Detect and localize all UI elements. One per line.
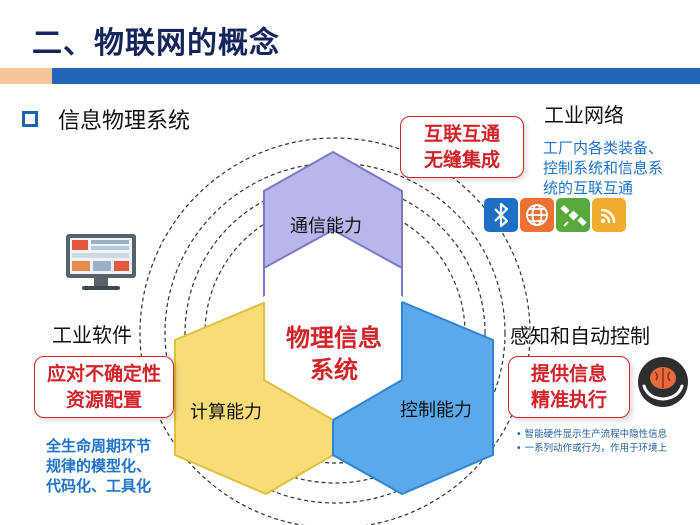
center-line-2: 系统 (310, 356, 358, 384)
network-box-line-1: 互联互通 (423, 123, 500, 145)
control-box-line-1: 提供信息 (530, 363, 607, 385)
page-title: 二、物联网的概念 (32, 26, 280, 61)
network-title: 工业网络 (544, 103, 624, 127)
dashed-ring-outer (139, 137, 531, 525)
network-desc: 工厂内各类装备、 控制系统和信息系 统的互联互通 (543, 138, 663, 198)
software-desc-line-1: 全生命周期环节 (46, 437, 152, 455)
globe-icon (520, 198, 554, 232)
control-note-1: • 智能硬件显示生产流程中隐性信息 (516, 429, 668, 440)
network-desc-line-2: 控制系统和信息系 (543, 159, 664, 177)
brain-hands-icon (637, 356, 689, 408)
software-desc-line-2: 规律的模型化、 (46, 457, 152, 475)
software-box: 应对不确定性 资源配置 (34, 356, 174, 418)
software-box-line-1: 应对不确定性 (46, 363, 161, 385)
network-desc-line-3: 统的互联互通 (543, 179, 634, 197)
section-bullet-icon (22, 111, 38, 127)
satellite-icon (556, 198, 590, 232)
control-box-line-2: 精准执行 (530, 389, 607, 411)
hex-center (264, 230, 402, 420)
software-title: 工业软件 (52, 323, 132, 347)
section-title: 信息物理系统 (58, 109, 191, 134)
header-bar (52, 68, 700, 84)
label-computing: 计算能力 (190, 402, 262, 423)
control-note-2: • 一系列动作或行为，作用于环境上 (516, 443, 668, 454)
network-box: 互联互通 无缝集成 (400, 116, 524, 178)
control-notes: • 智能硬件显示生产流程中隐性信息 • 一系列动作或行为，作用于环境上 (516, 428, 667, 456)
center-line-1: 物理信息 (286, 324, 382, 352)
control-title: 感知和自动控制 (510, 324, 650, 348)
label-communication: 通信能力 (290, 216, 362, 237)
control-box: 提供信息 精准执行 (508, 356, 630, 418)
network-desc-line-1: 工厂内各类装备、 (543, 139, 664, 157)
label-control: 控制能力 (400, 400, 472, 421)
network-box-line-2: 无缝集成 (423, 149, 500, 171)
software-desc: 全生命周期环节 规律的模型化、 代码化、工具化 (46, 436, 151, 496)
bluetooth-icon (484, 198, 518, 232)
center-label: 物理信息 系统 (278, 322, 390, 386)
wifi-icon (592, 198, 626, 232)
software-desc-line-3: 代码化、工具化 (46, 477, 152, 495)
software-computer-icon (64, 232, 138, 294)
software-box-line-2: 资源配置 (65, 389, 142, 411)
dashed-ring-3 (184, 182, 486, 484)
header-bar-accent (0, 68, 52, 84)
